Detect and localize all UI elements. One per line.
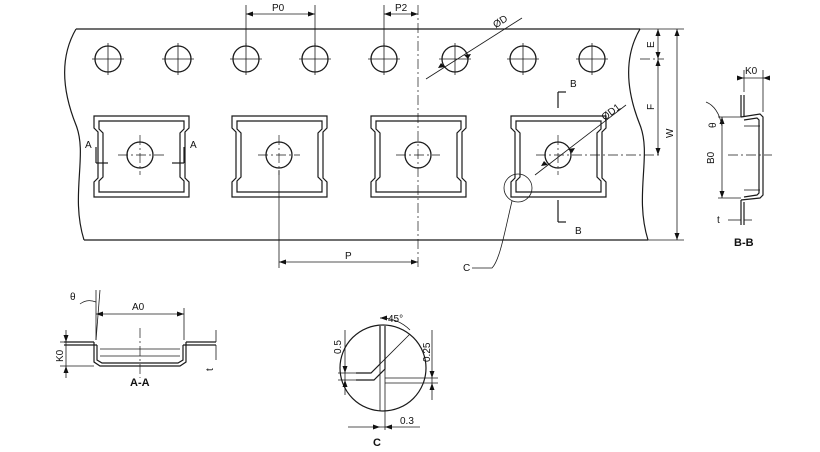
c-callout-label: C [463,263,470,274]
dim-d: ØD [425,13,523,80]
c-025-label: 0.25 [422,342,433,362]
sprocket-holes [92,43,608,75]
d1-label: ØD1 [600,102,623,123]
detail-c-callout: C [463,173,533,274]
a-right-label: A [190,140,197,151]
aa-a0-label: A0 [132,302,145,313]
a-left-label: A [85,140,92,151]
c-angle-label: 45° [388,314,403,325]
aa-theta-label: θ [70,292,76,303]
b-bottom-label: B [575,226,582,237]
section-bb: K0 B0 θ t B-B [705,66,772,249]
p0-label: P0 [272,3,285,14]
section-b-markers: B B [557,79,582,237]
b-top-label: B [570,79,577,90]
p2-label: P2 [395,3,408,14]
pocket [370,115,467,198]
dim-p: P [278,170,418,268]
c-03-label: 0.3 [400,416,414,427]
tape-body [64,28,649,241]
bb-b0-label: B0 [706,151,717,164]
p-label: P [345,251,352,262]
dim-d1: ØD1 [534,102,627,176]
aa-t-label: t [205,368,216,371]
d-label: ØD [491,13,510,30]
aa-title: A-A [130,377,150,389]
c-05-label: 0.5 [333,340,344,354]
bb-t-label: t [717,215,720,226]
dim-p0: P0 [245,3,316,46]
w-label: W [665,128,676,138]
center-lines [118,5,664,268]
pockets [93,115,607,198]
e-label: E [646,41,657,48]
detail-c: 45° 0.5 0.25 0.3 C [333,314,438,449]
bb-title: B-B [734,237,754,249]
dim-p2: P2 [383,3,418,46]
c-title: C [373,437,381,449]
section-a-markers: A A [85,140,197,164]
pocket [231,115,328,198]
pocket [93,115,190,198]
f-label: F [646,104,657,110]
section-aa: θ A0 K0 t A-A [55,289,217,389]
aa-k0-label: K0 [55,349,66,362]
bb-k0-label: K0 [745,66,758,77]
dim-efw: E F W [640,28,684,241]
bb-theta-label: θ [708,122,719,128]
